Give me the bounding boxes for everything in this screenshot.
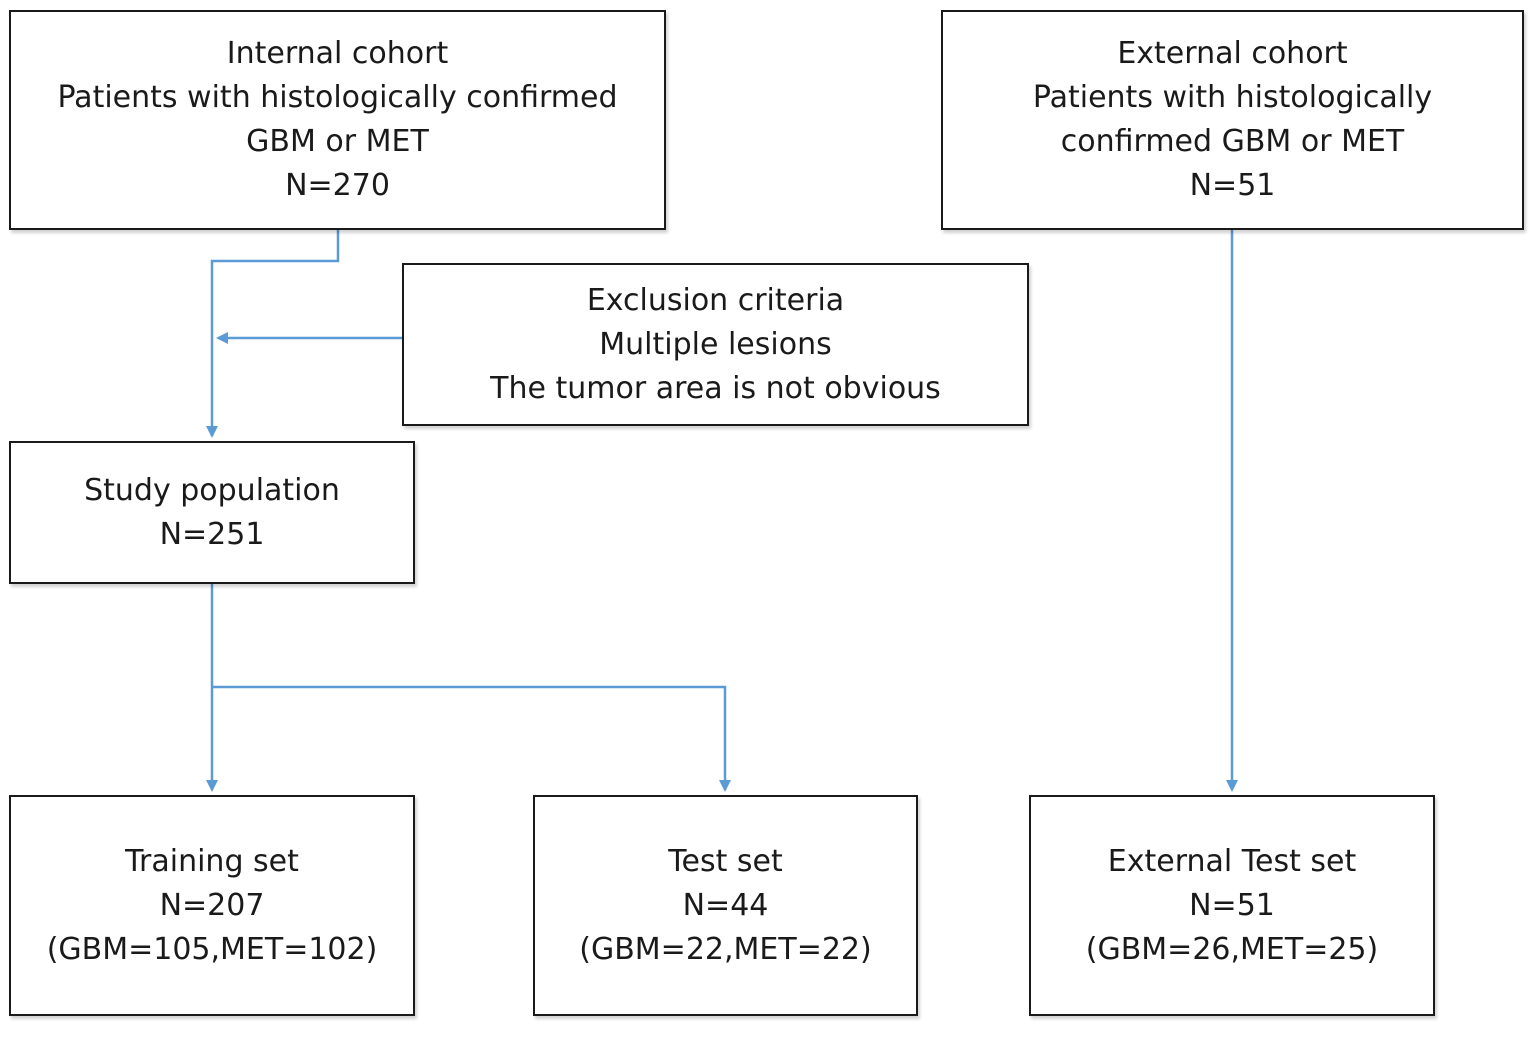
internal-cohort-title: Internal cohort: [226, 36, 449, 71]
test-set-box: Test set N=44 (GBM=22,MET=22): [533, 795, 918, 1016]
external-cohort-box: External cohort Patients with histologic…: [941, 10, 1524, 230]
test-set-title: Test set: [668, 843, 783, 879]
study-population-count: N=251: [159, 516, 265, 552]
external-cohort-description-2: confirmed GBM or MET: [1060, 124, 1405, 159]
training-set-title: Training set: [125, 843, 299, 879]
external-cohort-count: N=51: [1189, 168, 1276, 203]
test-set-count: N=44: [682, 887, 769, 923]
exclusion-criteria-item-2: The tumor area is not obvious: [490, 370, 941, 406]
edge-study-to-test: [212, 685, 731, 792]
external-test-set-breakdown: (GBM=26,MET=25): [1085, 931, 1379, 967]
study-population-box: Study population N=251: [9, 441, 415, 584]
external-cohort-description-1: Patients with histologically: [1032, 80, 1433, 115]
internal-cohort-box: Internal cohort Patients with histologic…: [9, 10, 666, 230]
exclusion-criteria-title: Exclusion criteria: [586, 282, 845, 318]
training-set-count: N=207: [159, 887, 265, 923]
external-cohort-title: External cohort: [1117, 36, 1348, 71]
internal-cohort-description-1: Patients with histologically confirmed: [57, 80, 618, 115]
internal-cohort-description-2: GBM or MET: [246, 124, 429, 159]
external-test-set-title: External Test set: [1107, 843, 1357, 879]
training-set-breakdown: (GBM=105,MET=102): [46, 931, 378, 967]
study-population-title: Study population: [84, 472, 340, 508]
external-test-set-count: N=51: [1189, 887, 1275, 923]
edge-internal-to-study: [206, 230, 340, 438]
external-test-set-box: External Test set N=51 (GBM=26,MET=25): [1029, 795, 1435, 1016]
exclusion-criteria-box: Exclusion criteria Multiple lesions The …: [402, 263, 1029, 426]
internal-cohort-count: N=270: [285, 168, 390, 203]
exclusion-criteria-item-1: Multiple lesions: [599, 326, 832, 362]
training-set-box: Training set N=207 (GBM=105,MET=102): [9, 795, 415, 1016]
test-set-breakdown: (GBM=22,MET=22): [579, 931, 872, 967]
